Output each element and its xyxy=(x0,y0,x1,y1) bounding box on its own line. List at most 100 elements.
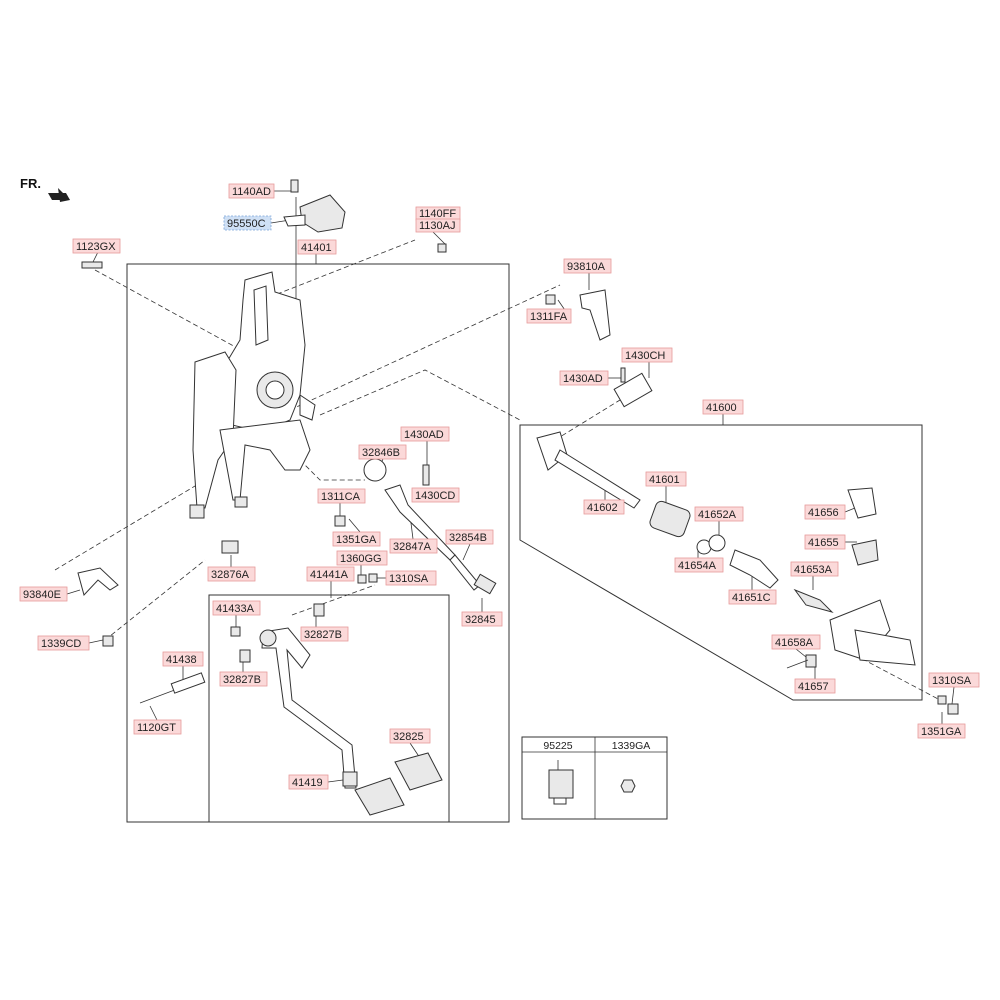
direction-label: FR. xyxy=(20,176,41,191)
svg-text:93840E: 93840E xyxy=(23,589,61,601)
part-label-41657[interactable]: 41657 xyxy=(794,678,836,694)
part-label-32854B[interactable]: 32854B xyxy=(445,529,494,545)
part-label-1430CD[interactable]: 1430CD xyxy=(411,487,460,503)
part-label-1430CH[interactable]: 1430CH xyxy=(621,347,673,363)
svg-text:41419: 41419 xyxy=(292,777,323,789)
part-label-1339CD[interactable]: 1339CD xyxy=(37,635,90,651)
svg-text:93810A: 93810A xyxy=(567,261,606,273)
svg-text:32854B: 32854B xyxy=(449,532,487,544)
part-label-1310SA-b[interactable]: 1310SA xyxy=(928,672,980,688)
svg-text:41438: 41438 xyxy=(166,654,197,666)
part-label-32827B-b[interactable]: 32827B xyxy=(219,671,268,687)
part-label-41433A[interactable]: 41433A xyxy=(212,600,261,616)
direction-arrow-icon xyxy=(48,188,70,202)
part-label-1140AD[interactable]: 1140AD xyxy=(228,183,275,199)
part-label-93810A[interactable]: 93810A xyxy=(563,258,612,274)
pedal-subassembly-box xyxy=(208,594,450,823)
part-label-1360GG[interactable]: 1360GG xyxy=(336,550,388,566)
bolts-and-nuts xyxy=(81,243,959,715)
part-label-1311CA[interactable]: 1311CA xyxy=(317,488,366,504)
part-labels: 1140AD 95550C 1140FF 1130AJ 1123GX 41401… xyxy=(19,183,980,790)
svg-text:1430CD: 1430CD xyxy=(415,490,455,502)
svg-text:41653A: 41653A xyxy=(794,564,833,576)
part-label-95550C[interactable]: 95550C xyxy=(223,215,272,231)
part-label-41600[interactable]: 41600 xyxy=(702,399,744,415)
svg-text:1130AJ: 1130AJ xyxy=(419,220,456,232)
part-label-41601[interactable]: 41601 xyxy=(645,471,687,487)
svg-text:1140AD: 1140AD xyxy=(232,186,271,198)
part-label-41441A[interactable]: 41441A xyxy=(306,566,355,582)
reference-lines xyxy=(54,239,941,701)
clip-brackets xyxy=(77,289,611,596)
part-label-1140FF[interactable]: 1140FF xyxy=(415,206,461,221)
part-label-32876A[interactable]: 32876A xyxy=(207,566,256,582)
stop-switch-sensor xyxy=(283,179,346,233)
svg-text:41654A: 41654A xyxy=(678,560,717,572)
parts-legend-table: 95225 1339GA xyxy=(521,736,668,820)
svg-text:41602: 41602 xyxy=(587,502,618,514)
part-label-41653A[interactable]: 41653A xyxy=(790,561,839,577)
svg-text:41601: 41601 xyxy=(649,474,680,486)
svg-text:1310SA: 1310SA xyxy=(389,573,429,585)
part-label-41651C[interactable]: 41651C xyxy=(728,589,777,605)
part-label-41652A[interactable]: 41652A xyxy=(694,506,744,522)
part-label-41654A[interactable]: 41654A xyxy=(674,557,724,573)
part-label-41658A[interactable]: 41658A xyxy=(771,634,821,650)
part-label-1430AD-a[interactable]: 1430AD xyxy=(559,370,609,386)
part-label-41602[interactable]: 41602 xyxy=(583,499,625,515)
svg-text:32827B: 32827B xyxy=(304,629,342,641)
part-label-41656[interactable]: 41656 xyxy=(804,504,846,520)
part-label-1123GX[interactable]: 1123GX xyxy=(72,238,121,254)
svg-text:41655: 41655 xyxy=(808,537,839,549)
svg-text:32876A: 32876A xyxy=(211,569,250,581)
svg-text:32827B: 32827B xyxy=(223,674,261,686)
svg-text:41657: 41657 xyxy=(798,681,829,693)
part-label-93840E[interactable]: 93840E xyxy=(19,586,68,602)
part-label-1351GA-b[interactable]: 1351GA xyxy=(917,723,966,739)
svg-text:32825: 32825 xyxy=(393,731,424,743)
part-label-32845[interactable]: 32845 xyxy=(461,611,503,627)
master-cylinder-box xyxy=(519,424,923,701)
svg-text:32845: 32845 xyxy=(465,614,496,626)
svg-text:41401: 41401 xyxy=(301,242,332,254)
part-label-32827B-a[interactable]: 32827B xyxy=(300,626,349,642)
svg-text:1123GX: 1123GX xyxy=(76,241,116,253)
svg-text:32846B: 32846B xyxy=(362,447,400,459)
svg-text:41433A: 41433A xyxy=(216,603,255,615)
svg-text:1430AD: 1430AD xyxy=(404,429,444,441)
svg-text:1140FF: 1140FF xyxy=(419,208,456,220)
clutch-master-cylinder-parts xyxy=(536,372,916,666)
part-label-1351GA-a[interactable]: 1351GA xyxy=(332,531,381,547)
part-label-41401[interactable]: 41401 xyxy=(297,239,337,255)
part-label-41419[interactable]: 41419 xyxy=(288,774,329,790)
part-label-1430AD-b[interactable]: 1430AD xyxy=(400,426,450,442)
part-label-1130AJ[interactable]: 1130AJ xyxy=(415,218,461,233)
nut-part-drawing xyxy=(620,779,636,793)
part-label-32825[interactable]: 32825 xyxy=(389,728,431,744)
part-label-1311FA[interactable]: 1311FA xyxy=(526,308,572,324)
svg-text:1360GG: 1360GG xyxy=(340,553,382,565)
svg-text:1430CH: 1430CH xyxy=(625,350,665,362)
svg-text:1311FA: 1311FA xyxy=(530,311,568,323)
part-label-41655[interactable]: 41655 xyxy=(804,534,846,550)
svg-text:95550C: 95550C xyxy=(227,218,266,230)
svg-text:32847A: 32847A xyxy=(393,541,432,553)
part-label-1310SA-a[interactable]: 1310SA xyxy=(385,570,437,586)
clutch-pedal-arm xyxy=(170,627,443,816)
svg-text:1120GT: 1120GT xyxy=(137,722,176,734)
svg-text:1311CA: 1311CA xyxy=(321,491,361,503)
svg-text:1339CD: 1339CD xyxy=(41,638,81,650)
part-label-1120GT[interactable]: 1120GT xyxy=(133,719,182,735)
legend-header-1339GA: 1339GA xyxy=(612,740,651,752)
pushrod-and-spring xyxy=(363,458,497,595)
svg-text:41658A: 41658A xyxy=(775,637,814,649)
part-label-41438[interactable]: 41438 xyxy=(162,651,204,667)
part-label-32847A[interactable]: 32847A xyxy=(389,538,438,554)
svg-text:41652A: 41652A xyxy=(698,509,737,521)
svg-text:1351GA: 1351GA xyxy=(921,726,962,738)
svg-text:41600: 41600 xyxy=(706,402,737,414)
pedal-mounting-bracket xyxy=(189,271,316,519)
part-label-32846B[interactable]: 32846B xyxy=(358,444,407,460)
legend-header-95225: 95225 xyxy=(543,740,572,752)
